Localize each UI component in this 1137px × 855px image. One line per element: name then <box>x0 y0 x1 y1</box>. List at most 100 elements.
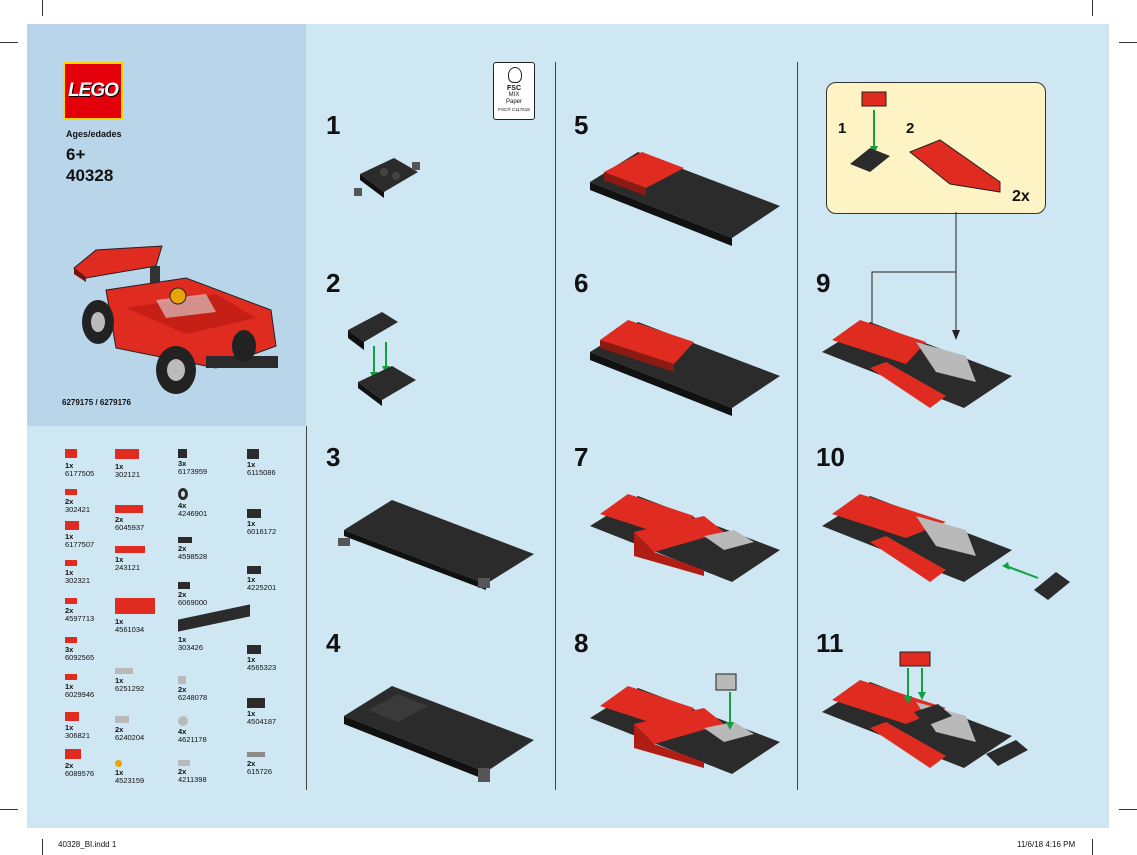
step-number: 8 <box>574 628 589 658</box>
part-qty: 4x <box>178 501 187 510</box>
fsc-line: MIX <box>508 92 520 98</box>
step-number: 9 <box>816 268 831 298</box>
step-5-build <box>590 152 780 246</box>
ages-label: Ages/edades <box>66 129 122 139</box>
part-id: 6177507 <box>65 540 95 549</box>
part-qty: 1x <box>65 532 74 541</box>
step-3-build <box>338 500 534 590</box>
part-id: 4225201 <box>247 583 277 592</box>
lego-logo-text: LEGO <box>68 80 119 101</box>
part-id: 302321 <box>65 576 91 585</box>
part-qty: 2x <box>178 685 187 694</box>
part-id: 4597713 <box>65 614 95 623</box>
sub-step-number: 1 <box>838 120 847 137</box>
crop-mark <box>0 809 18 810</box>
minifig-head-icon <box>115 760 122 767</box>
part-id: 6016172 <box>247 527 277 536</box>
crop-mark <box>42 839 43 855</box>
part-id: 6251292 <box>115 684 145 693</box>
part-qty: 2x <box>115 725 124 734</box>
crop-mark <box>1092 0 1093 16</box>
dark-piece-icon <box>178 537 192 543</box>
part-id: 4561034 <box>115 625 145 634</box>
column-divider <box>306 426 307 790</box>
gray-piece-icon <box>115 668 133 674</box>
set-number: 40328 <box>66 166 114 185</box>
tire-icon <box>178 488 188 500</box>
part-id: 302421 <box>65 505 91 514</box>
step-10-build <box>822 494 1070 600</box>
part-id: 243121 <box>115 563 141 572</box>
red-piece-icon <box>65 637 77 643</box>
red-piece-icon <box>115 546 145 553</box>
red-piece-icon <box>115 598 155 614</box>
gray-piece-icon <box>178 760 190 766</box>
part-qty: 1x <box>65 568 74 577</box>
step-9-build <box>822 320 1012 408</box>
red-piece-icon <box>65 712 79 721</box>
part-qty: 1x <box>247 575 256 584</box>
gray-piece-icon <box>115 716 129 723</box>
dark-piece-icon <box>247 449 259 459</box>
red-piece-icon <box>65 598 77 604</box>
dark-piece-icon <box>178 582 190 589</box>
part-id: 4621178 <box>178 735 207 744</box>
footer-file: 40328_BI.indd 1 <box>58 840 117 849</box>
red-piece-icon <box>115 505 143 513</box>
part-id: 303426 <box>178 643 204 652</box>
dark-piece-icon <box>247 698 265 708</box>
part-id: 4523159 <box>115 776 145 785</box>
part-id: 4504187 <box>247 717 277 726</box>
part-qty: 2x <box>247 759 256 768</box>
crop-mark <box>0 42 18 43</box>
part-qty: 1x <box>115 617 124 626</box>
part-qty: 3x <box>178 459 187 468</box>
part-id: 302121 <box>115 470 141 479</box>
part-qty: 1x <box>65 723 74 732</box>
part-qty: 2x <box>178 544 187 553</box>
axle-icon <box>247 752 265 757</box>
part-id: 6115086 <box>247 468 276 477</box>
step-6-build <box>590 320 780 416</box>
fsc-logo: FSC <box>507 85 521 92</box>
part-qty: 1x <box>247 709 256 718</box>
step-number: 1 <box>326 110 341 140</box>
part-id: 6045937 <box>115 523 145 532</box>
part-id: 6173959 <box>178 467 208 476</box>
part-qty: 1x <box>115 768 124 777</box>
step-1-build <box>354 158 420 198</box>
fsc-line: Paper <box>505 99 522 105</box>
rim-icon <box>178 716 188 726</box>
callout-parts <box>850 91 1001 193</box>
part-qty: 4x <box>178 727 187 736</box>
part-id: 6092565 <box>65 653 95 662</box>
part-qty: 2x <box>178 767 187 776</box>
part-id: 4598528 <box>178 552 208 561</box>
tree-icon <box>508 67 522 83</box>
part-qty: 2x <box>65 497 74 506</box>
part-qty: 1x <box>115 462 124 471</box>
red-piece-icon <box>115 449 139 459</box>
lego-logo: LEGO <box>63 62 123 120</box>
part-qty: 1x <box>247 655 256 664</box>
